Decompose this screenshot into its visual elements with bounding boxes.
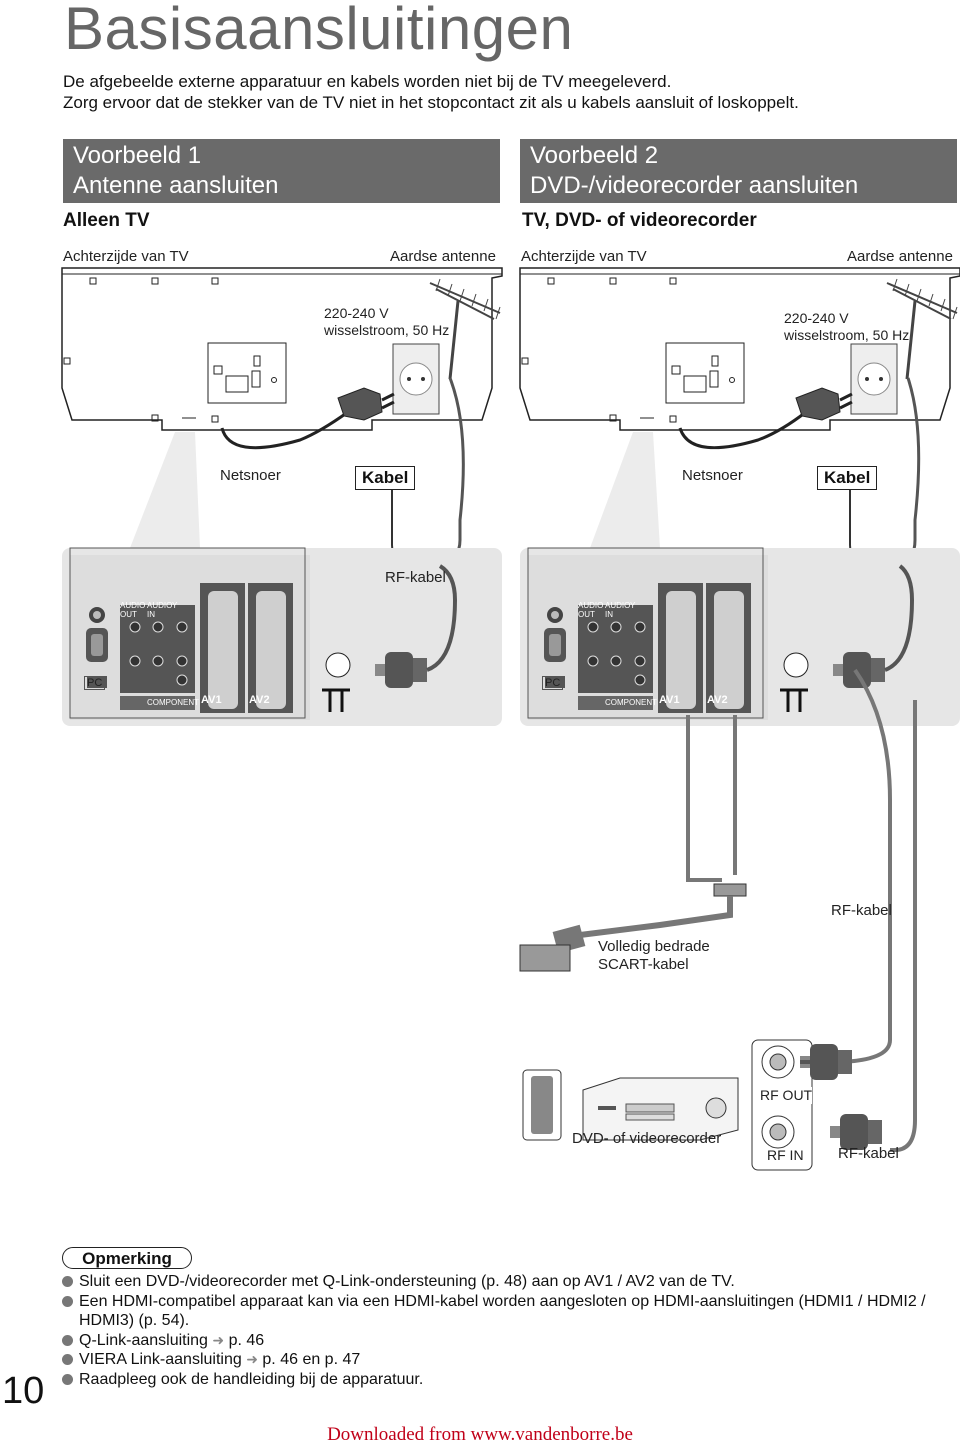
rf-out-label: RF OUT (760, 1087, 813, 1104)
scart-line1: Volledig bedrade (598, 938, 710, 955)
port-av2-label-2: AV2 (707, 694, 728, 706)
note-text: Sluit een DVD-/videorecorder met Q-Link-… (79, 1273, 735, 1290)
example1-cable-label: Kabel (355, 466, 416, 490)
example1-subtitle: Alleen TV (63, 210, 150, 231)
note-text: Raadpleeg ook de handleiding bij de appa… (79, 1370, 424, 1388)
arrow-right-icon: ➜ (246, 1351, 258, 1367)
port-av1-label-1: AV1 (201, 694, 222, 706)
note-ref-link[interactable]: p. 46 (228, 1331, 265, 1349)
port-pc-label-1: PC (84, 676, 106, 690)
port-out-text: OUT (120, 610, 137, 619)
port-audio-out-label-1: AUDIO OUT (120, 601, 145, 619)
port-audio-out-label-2: AUDIO OUT (578, 601, 603, 619)
port-av2-label-1: AV2 (249, 694, 270, 706)
bullet-icon (62, 1334, 73, 1346)
port-out-text: OUT (578, 610, 595, 619)
example2-banner-line1: Voorbeeld 2 (530, 142, 659, 169)
example2-rf-cable-bottom-label: RF-kabel (838, 1145, 899, 1162)
intro-text: De afgebeelde externe apparatuur en kabe… (63, 71, 799, 113)
example1-power-cord-label: Netsnoer (220, 467, 281, 484)
note-text: Q-Link-aansluiting (79, 1331, 208, 1349)
example1-banner: Voorbeeld 1 Antenne aansluiten (63, 139, 500, 203)
port-pc-label-2: PC (542, 676, 564, 690)
note-item: Raadpleeg ook de handleiding bij de appa… (62, 1370, 952, 1390)
example2-banner-line2: DVD-/videorecorder aansluiten (530, 172, 859, 199)
port-audio-in-label-2: AUDIO IN (605, 601, 630, 619)
note-ref-link[interactable]: p. 46 en p. 47 (262, 1351, 361, 1368)
bullet-icon (62, 1354, 73, 1365)
example2-banner: Voorbeeld 2 DVD-/videorecorder aansluite… (520, 139, 957, 203)
port-in-text: IN (605, 610, 613, 619)
port-component-label-1: COMPONENT (147, 698, 199, 707)
port-audio-out-text: AUDIO (578, 601, 604, 610)
example2-mains-line1: 220-240 V (784, 310, 849, 326)
port-in-text: IN (147, 610, 155, 619)
example1-mains-line2: wisselstroom, 50 Hz (324, 322, 450, 338)
example1-antenna-label: Aardse antenne (390, 248, 496, 265)
example2-power-cord-label: Netsnoer (682, 467, 743, 484)
notes-heading: Opmerking (62, 1247, 192, 1269)
rf-in-label: RF IN (767, 1147, 804, 1163)
example1-mains-label: 220-240 V wisselstroom, 50 Hz (324, 305, 449, 339)
port-audio-out-text: AUDIO (120, 601, 146, 610)
port-y-label-1: Y (172, 601, 178, 610)
example1-banner-line1: Voorbeeld 1 (73, 142, 202, 169)
example2-mains-line2: wisselstroom, 50 Hz (784, 327, 910, 343)
note-text: VIERA Link-aansluiting (79, 1351, 242, 1368)
bullet-icon (62, 1276, 73, 1287)
example2-mains-label: 220-240 V wisselstroom, 50 Hz (784, 310, 909, 344)
scart-line2: SCART-kabel (598, 956, 689, 973)
bullet-icon (62, 1295, 73, 1307)
intro-line-2: Zorg ervoor dat de stekker van de TV nie… (63, 93, 799, 112)
example1-banner-line2: Antenne aansluiten (73, 172, 279, 199)
port-audio-in-label-1: AUDIO IN (147, 601, 172, 619)
port-y-label-2: Y (630, 601, 636, 610)
example2-subtitle: TV, DVD- of videorecorder (522, 210, 757, 231)
recorder-label: DVD- of videorecorder (572, 1130, 722, 1147)
example2-antenna-label: Aardse antenne (847, 248, 953, 265)
scart-cable-label: Volledig bedrade SCART-kabel (598, 938, 710, 974)
note-item: Q-Link-aansluiting ➜ p. 46 (62, 1331, 952, 1351)
example1-mains-line1: 220-240 V (324, 305, 389, 321)
note-item: Een HDMI-compatibel apparaat kan via een… (62, 1292, 952, 1331)
example1-rf-cable-label: RF-kabel (385, 569, 446, 586)
intro-line-1: De afgebeelde externe apparatuur en kabe… (63, 72, 672, 91)
example1-rear-label: Achterzijde van TV (63, 248, 189, 265)
port-audio-in-text: AUDIO (147, 601, 173, 610)
page-number: 10 (2, 1370, 45, 1412)
port-av1-label-2: AV1 (659, 694, 680, 706)
note-item: Sluit een DVD-/videorecorder met Q-Link-… (62, 1272, 952, 1292)
example2-rf-cable-top-label: RF-kabel (831, 902, 892, 919)
bullet-icon (62, 1373, 73, 1385)
example2-cable-label: Kabel (817, 466, 878, 490)
example2-rear-label: Achterzijde van TV (521, 248, 647, 265)
arrow-right-icon: ➜ (212, 1331, 225, 1348)
footer-link[interactable]: Downloaded from www.vandenborre.be (327, 1424, 633, 1445)
port-audio-in-text: AUDIO (605, 601, 631, 610)
port-component-label-2: COMPONENT (605, 698, 657, 707)
page-title: Basisaansluitingen (64, 0, 574, 62)
notes-list: Sluit een DVD-/videorecorder met Q-Link-… (62, 1272, 952, 1389)
note-item: VIERA Link-aansluiting ➜ p. 46 en p. 47 (62, 1350, 952, 1370)
note-text: Een HDMI-compatibel apparaat kan via een… (79, 1292, 926, 1330)
